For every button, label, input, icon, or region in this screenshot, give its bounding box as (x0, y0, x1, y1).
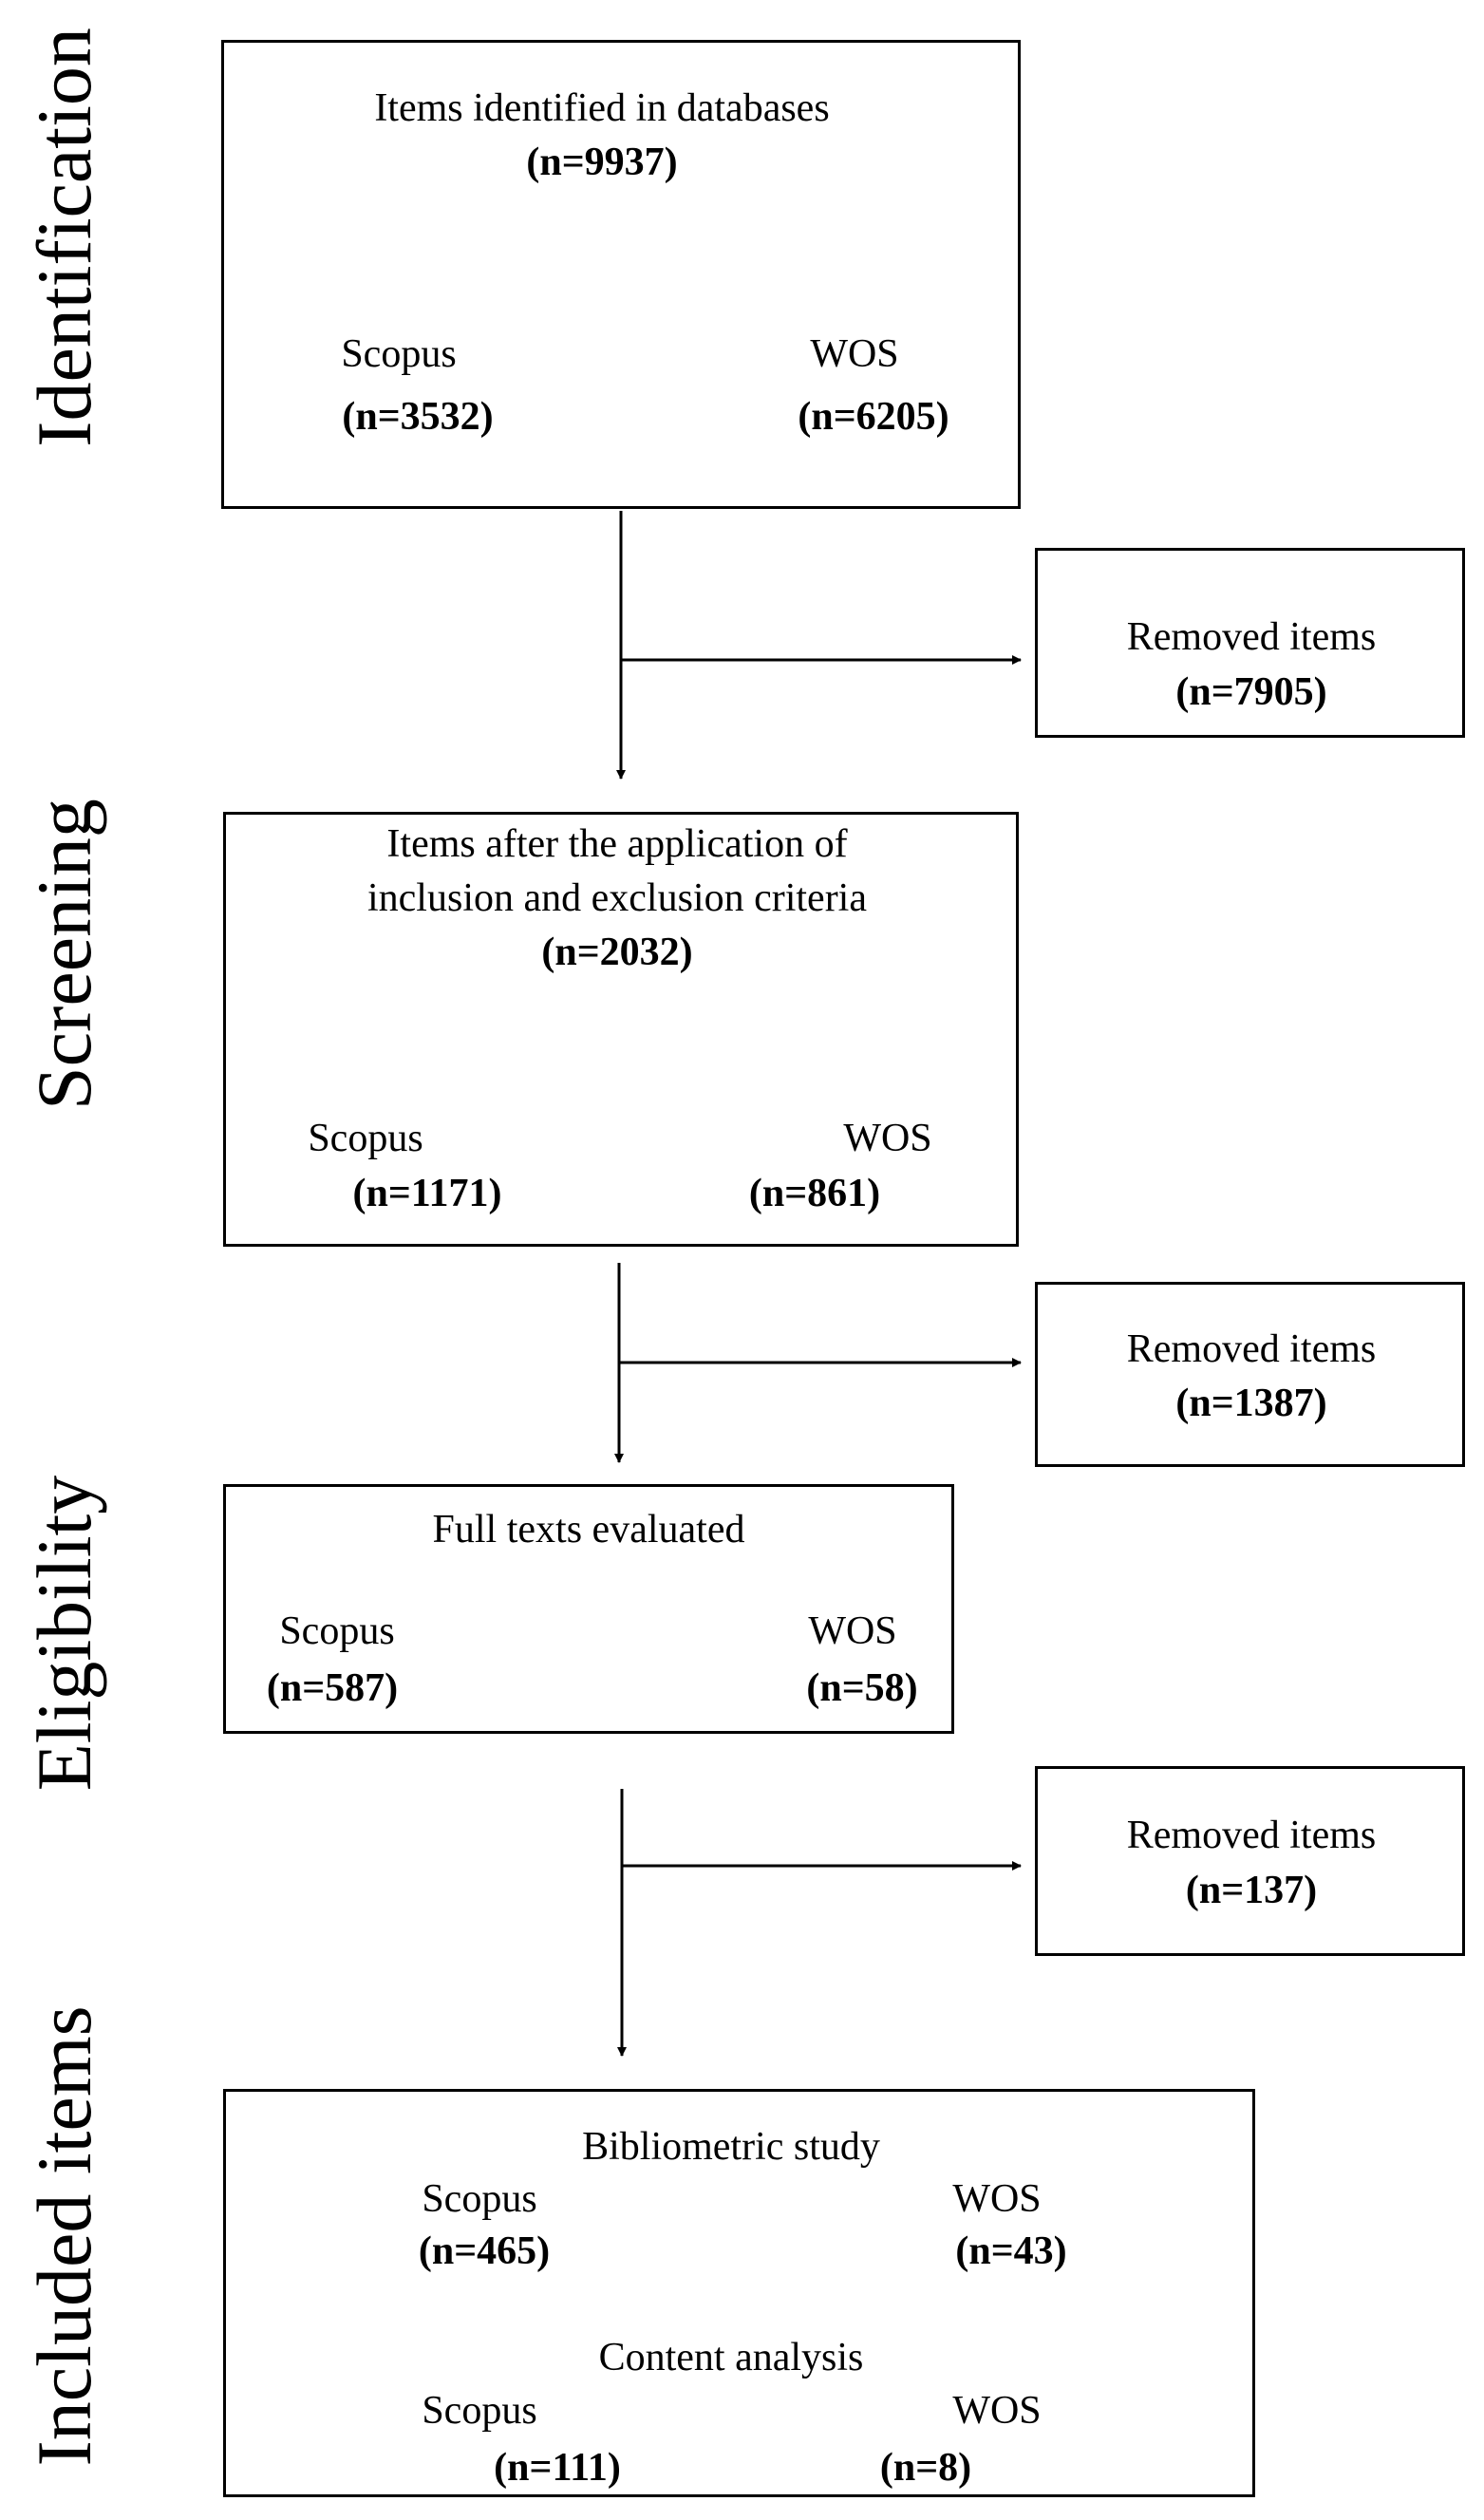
identification-box (221, 40, 1021, 509)
included-con-wos-count: (n=8) (879, 2446, 972, 2490)
removed-count-1: (n=7905) (1175, 670, 1327, 714)
removed-count-3: (n=137) (1185, 1869, 1318, 1912)
removed-count-2: (n=1387) (1175, 1382, 1327, 1425)
identification-scopus-label: Scopus (341, 332, 457, 376)
eligibility-box (223, 1484, 954, 1734)
removed-box-3 (1035, 1766, 1465, 1956)
eligibility-title: Full texts evaluated (432, 1508, 745, 1551)
eligibility-wos-label: WOS (808, 1609, 897, 1653)
screening-title-line2: inclusion and exclusion criteria (366, 876, 868, 920)
screening-wos-count: (n=861) (748, 1172, 881, 1215)
eligibility-scopus-label: Scopus (279, 1609, 395, 1653)
screening-title-line1: Items after the application of (386, 822, 848, 866)
identification-count: (n=9937) (526, 141, 678, 184)
included-bib-wos-label: WOS (952, 2177, 1042, 2221)
included-bibliometric-title: Bibliometric study (582, 2125, 880, 2169)
removed-box-1 (1035, 548, 1465, 738)
screening-count: (n=2032) (541, 931, 693, 974)
included-box (223, 2089, 1255, 2497)
identification-title: Items identified in databases (374, 86, 830, 130)
identification-wos-label: WOS (810, 332, 899, 376)
included-bib-wos-count: (n=43) (955, 2229, 1067, 2273)
included-con-wos-label: WOS (952, 2389, 1042, 2433)
identification-wos-count: (n=6205) (798, 395, 949, 439)
removed-label-3: Removed items (1126, 1814, 1377, 1857)
stage-label-screening: Screening (21, 799, 107, 1110)
screening-wos-label: WOS (843, 1117, 932, 1160)
stage-label-eligibility: Eligibility (21, 1475, 107, 1792)
removed-label-1: Removed items (1126, 615, 1377, 659)
included-bib-scopus-count: (n=465) (418, 2229, 551, 2273)
removed-box-2 (1035, 1282, 1465, 1467)
identification-scopus-count: (n=3532) (342, 395, 494, 439)
screening-scopus-label: Scopus (308, 1117, 423, 1160)
removed-label-2: Removed items (1126, 1327, 1377, 1371)
included-content-title: Content analysis (598, 2336, 864, 2379)
included-con-scopus-count: (n=111) (494, 2446, 621, 2490)
eligibility-wos-count: (n=58) (806, 1666, 918, 1710)
stage-label-identification: Identification (21, 28, 107, 447)
included-bib-scopus-label: Scopus (422, 2177, 537, 2221)
screening-box (223, 812, 1019, 1247)
stage-label-included: Included items (21, 2005, 107, 2467)
screening-scopus-count: (n=1171) (352, 1172, 502, 1215)
eligibility-scopus-count: (n=587) (266, 1666, 399, 1710)
included-con-scopus-label: Scopus (422, 2389, 537, 2433)
